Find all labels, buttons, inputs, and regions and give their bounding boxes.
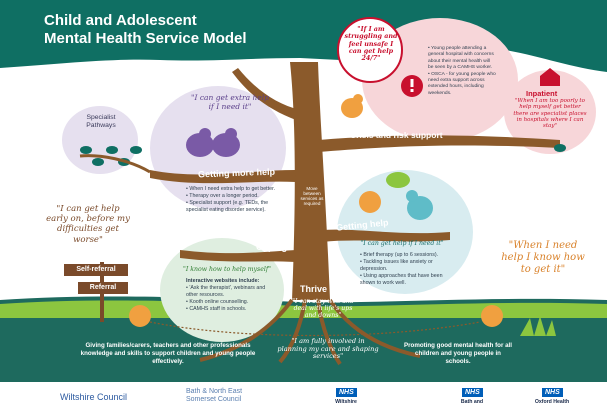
move-between-label: Move between services as required [300, 186, 324, 207]
nhs-oxford-label: Oxford Health [534, 399, 570, 405]
getting-more-help-quote: "I can get extra help if I need it" [191, 93, 269, 111]
banes-line-1: Bath & North East [186, 388, 243, 395]
grass-tuft [520, 316, 556, 336]
footer-right-text: Promoting good mental health for all chi… [404, 342, 512, 365]
header-band [0, 0, 607, 48]
wiltshire-council-logo: Wiltshire Council [60, 392, 128, 402]
house-icon [540, 68, 560, 86]
dotted-path [149, 321, 481, 337]
getting-help-bullets: Brief therapy (up to 6 sessions). Tackli… [360, 252, 452, 286]
footer-left-text: Giving families/carers, teachers and oth… [80, 342, 256, 365]
list-item: Kooth online counselling. [186, 299, 276, 306]
crisis-quote-bubble [337, 17, 403, 83]
tree-trunk [290, 62, 330, 300]
referral-sign: Referral [78, 282, 128, 294]
list-item: Young people attending a general hospita… [428, 46, 496, 72]
nhs-bath-badge: NHS [462, 388, 483, 397]
orange-bird-right [481, 305, 503, 327]
blue-orange-birds [359, 190, 433, 220]
coping-quote: "I know how to help myself" [183, 266, 271, 273]
nhs-oxford-badge: NHS [542, 388, 563, 397]
list-item: Tackling issues like anxiety or depressi… [360, 259, 452, 273]
purple-birds [186, 128, 240, 157]
inpatient-bubble [504, 70, 596, 154]
right-quote: "When I need help I know how to get it" [501, 240, 585, 275]
getting-more-help-bullets: When I need extra help to get better. Th… [186, 186, 290, 214]
coping-label: Coping [256, 242, 287, 252]
list-item: Brief therapy (up to 6 sessions). [360, 252, 452, 259]
nhs-wiltshire-badge: NHS [336, 388, 357, 397]
leaves [80, 144, 566, 166]
list-item: 'Ask the therapist', webinars and other … [186, 285, 276, 299]
getting-help-quote: "I can get help if I need it" [360, 240, 444, 247]
nhs-wiltshire-label: Wiltshire [335, 399, 357, 405]
logo-strip [0, 382, 607, 409]
coping-heading: Interactive websites include: [186, 278, 260, 284]
title-line-2: Mental Health Service Model [44, 30, 247, 47]
list-item: Using approaches that have been shown to… [360, 273, 452, 287]
branch-specialist [79, 154, 151, 174]
branch-crisis [318, 135, 560, 152]
banes-logo: Bath & North East Somerset Council [186, 388, 242, 403]
title-line-1: Child and Adolescent [44, 12, 197, 29]
thrive-quote: "I can stay well and deal with life's up… [292, 298, 354, 320]
list-item: CAMHS staff in schools. [186, 306, 276, 313]
crisis-label: Crisis and risk support [350, 130, 443, 140]
crisis-bullets: Young people attending a general hospita… [428, 46, 496, 97]
list-item: Therapy over a longer period. [186, 193, 290, 200]
thrive-label: Thrive [300, 284, 328, 294]
specialist-pathways-label: Specialist Pathways [86, 114, 116, 129]
branch-upper-left [232, 68, 300, 120]
orange-bird-left [129, 305, 151, 327]
banes-line-2: Somerset Council [186, 395, 242, 403]
coping-bullets: 'Ask the therapist', webinars and other … [186, 285, 276, 313]
branch-getting-more-help [150, 170, 296, 184]
orange-bird-crisis [341, 94, 363, 118]
list-item: OSCA - for young people who need extra s… [428, 72, 496, 98]
bottom-quote: "I am fully involved in planning my care… [277, 337, 379, 361]
branch-coping [180, 250, 296, 262]
list-item: Specialist support (e.g. TEDs, the speci… [186, 200, 290, 214]
left-quote: "I can get help early on, before my diff… [46, 204, 130, 245]
self-referral-sign: Self-referral [64, 264, 128, 276]
crisis-quote: "If I am struggling and feel unsafe I ca… [344, 25, 398, 63]
tree-roots [199, 298, 421, 366]
inpatient-label: Inpatient [526, 89, 558, 98]
list-item: When I need extra help to get better. [186, 186, 290, 193]
inpatient-quote: "When I am too poorly to help myself get… [513, 98, 587, 130]
branch-getting-help [322, 229, 450, 242]
speech-bubble-icon [386, 172, 410, 188]
nhs-bath-label: Bath and [460, 399, 484, 405]
page-title: Child and Adolescent Mental Health Servi… [44, 12, 247, 48]
